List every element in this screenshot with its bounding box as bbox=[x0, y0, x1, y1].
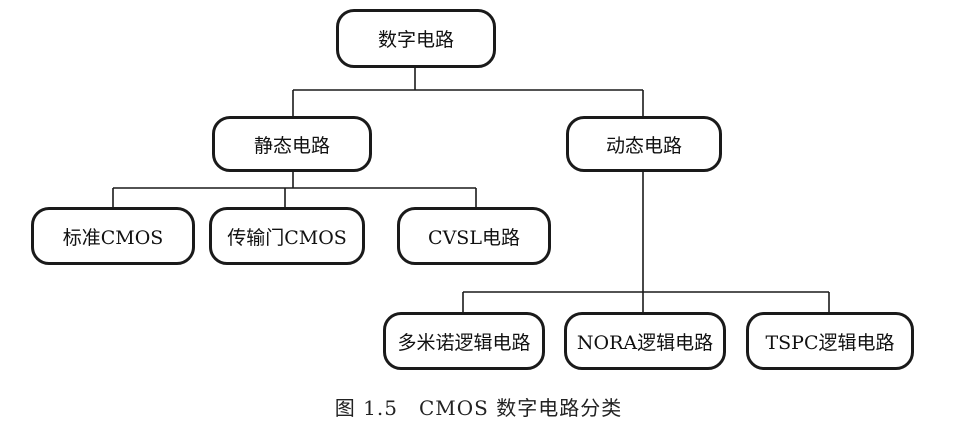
node-digital-circuit: 数字电路 bbox=[336, 9, 496, 68]
node-cvsl-circuit: CVSL电路 bbox=[397, 207, 551, 265]
node-tspc-logic: TSPC逻辑电路 bbox=[746, 312, 914, 370]
node-static-circuit: 静态电路 bbox=[212, 116, 372, 172]
figure-caption: 图 1.5 CMOS 数字电路分类 bbox=[334, 396, 623, 420]
node-domino-logic: 多米诺逻辑电路 bbox=[383, 312, 545, 370]
node-dynamic-circuit: 动态电路 bbox=[566, 116, 722, 172]
node-transmission-gate-cmos: 传输门CMOS bbox=[209, 207, 365, 265]
node-nora-logic: NORA逻辑电路 bbox=[564, 312, 726, 370]
node-standard-cmos: 标准CMOS bbox=[31, 207, 195, 265]
